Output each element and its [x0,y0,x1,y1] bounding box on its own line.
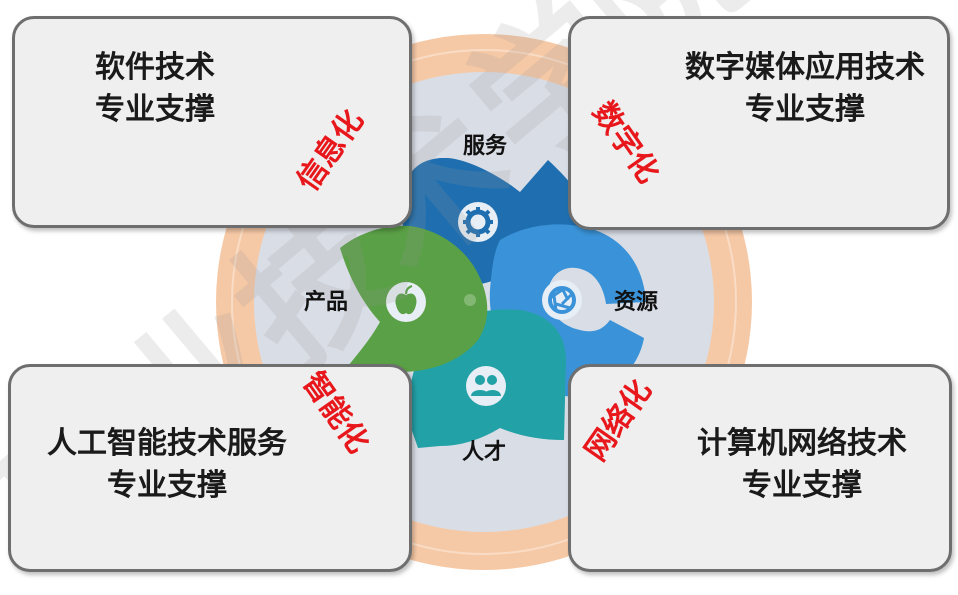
box-subtitle: 专业支撑 [95,92,215,127]
box-subtitle: 专业支撑 [742,468,862,503]
box-network-technology: 计算机网络技术 专业支撑 [568,364,952,572]
petal-label-resource: 资源 [614,290,659,315]
apple-icon [386,282,426,322]
box-title: 软件技术 [95,50,215,85]
box-title: 数字媒体应用技术 [685,50,925,85]
petal-label-talent: 人才 [462,440,507,465]
box-software-technology: 软件技术 专业支撑 [12,16,412,228]
box-subtitle: 专业支撑 [107,468,227,503]
box-subtitle: 专业支撑 [745,92,865,127]
box-ai-technology: 人工智能技术服务 专业支撑 [8,364,412,572]
users-icon [466,366,506,406]
petal-label-service: 服务 [463,134,508,159]
camera-aperture-icon [542,280,582,320]
petal-label-product: 产品 [304,290,349,315]
box-title: 人工智能技术服务 [47,426,287,461]
gear-icon [458,202,498,242]
box-title: 计算机网络技术 [697,426,907,461]
box-digital-media: 数字媒体应用技术 专业支撑 [568,16,950,230]
